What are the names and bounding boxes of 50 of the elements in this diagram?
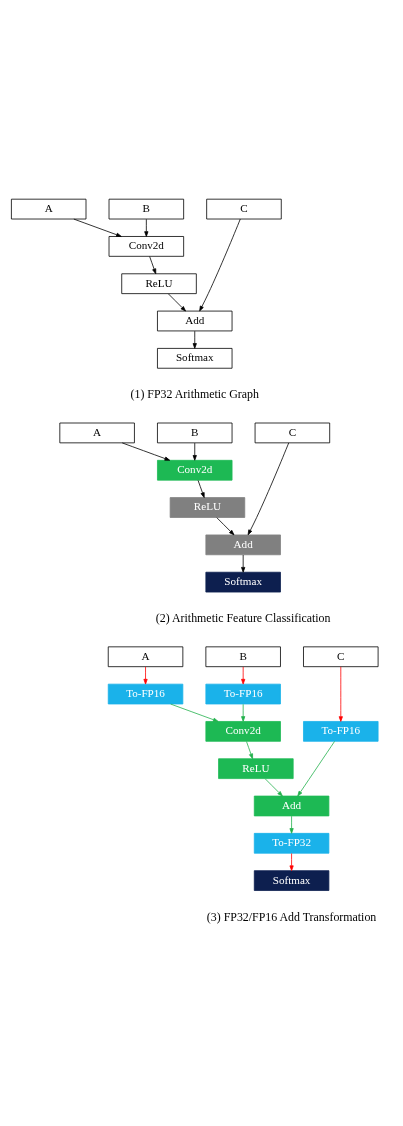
arrow [241,554,246,573]
arrow [144,218,149,237]
arrow [241,666,246,684]
node-box: Add [157,310,233,331]
arrow [143,666,148,684]
arrow [247,441,290,535]
node-box: Softmax [205,571,281,592]
arrow [168,293,186,311]
arrow [197,479,205,498]
arrow [289,852,294,871]
arrow [192,330,197,349]
arrow [216,516,235,535]
label: (2) Arithmetic Feature Classification [155,610,331,625]
node-box: B [205,645,281,667]
arrow [149,255,157,274]
node-box: Add [205,534,281,555]
node-box: To-FP32 [253,832,330,854]
node-box: ReLU [169,496,246,518]
arrow [241,703,246,722]
node-box: B [157,422,233,443]
node-box: Softmax [253,869,330,891]
arrow [121,442,171,461]
node-box: ReLU [218,757,294,779]
node-box: B [108,198,185,219]
node-box: C [254,422,331,443]
arrow [297,740,335,796]
node-box: C [206,198,282,219]
node-box: Softmax [157,347,233,369]
label: (1) FP32 Arithmetic Graph [130,386,259,401]
arrow [246,740,253,759]
node-box: Conv2d [205,720,281,742]
node-box: C [303,645,379,667]
node-box: A [59,422,135,443]
node-box: A [107,645,184,667]
arrow [289,815,294,834]
node-box: ReLU [121,272,197,294]
node-box: Conv2d [157,459,233,481]
arrow [264,777,283,796]
node-box: Conv2d [108,235,185,257]
arrow [192,442,197,461]
arrow [170,703,219,722]
arrow [199,218,241,311]
node-box: A [11,198,87,219]
label: (3) FP32/FP16 Add Transformation [206,909,377,924]
arrow [73,218,122,237]
node-box: To-FP16 [107,683,184,704]
node-box: To-FP16 [205,683,281,704]
node-box: Add [253,795,330,816]
node-box: To-FP16 [303,720,379,742]
arrow [338,665,343,722]
